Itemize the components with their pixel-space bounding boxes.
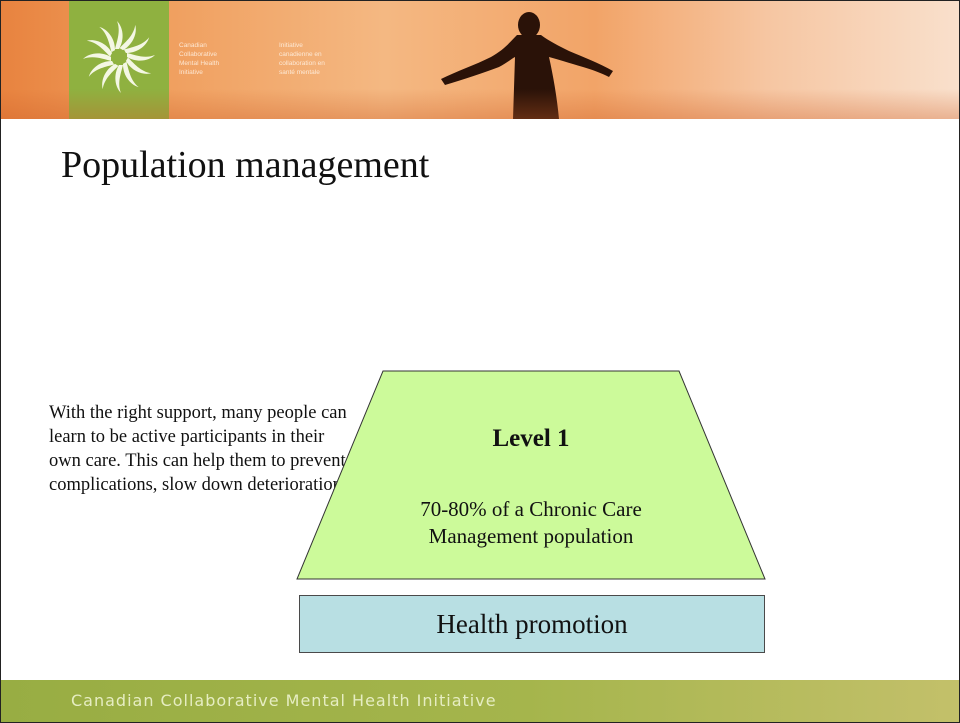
header-banner: Canadian Collaborative Mental Health Ini… (1, 1, 959, 119)
health-promotion-label: Health promotion (436, 608, 628, 639)
level-1-trapezoid (296, 370, 766, 580)
tagline-english: Canadian Collaborative Mental Health Ini… (179, 42, 220, 76)
health-promotion-box: Health promotion (299, 595, 765, 653)
logo-panel (69, 1, 169, 119)
side-description: With the right support, many people can … (49, 403, 347, 495)
footer-text: Canadian Collaborative Mental Health Ini… (71, 691, 497, 710)
level-title: Level 1 (492, 425, 570, 452)
person-silhouette-image (441, 12, 613, 119)
page-title: Population management (61, 144, 430, 186)
level-description: 70-80% of a Chronic Care Management popu… (420, 497, 642, 548)
footer-bar: Canadian Collaborative Mental Health Ini… (1, 680, 959, 722)
starburst-logo-icon (83, 21, 155, 93)
tagline-french: Initiative canadienne en collaboration e… (279, 42, 325, 76)
